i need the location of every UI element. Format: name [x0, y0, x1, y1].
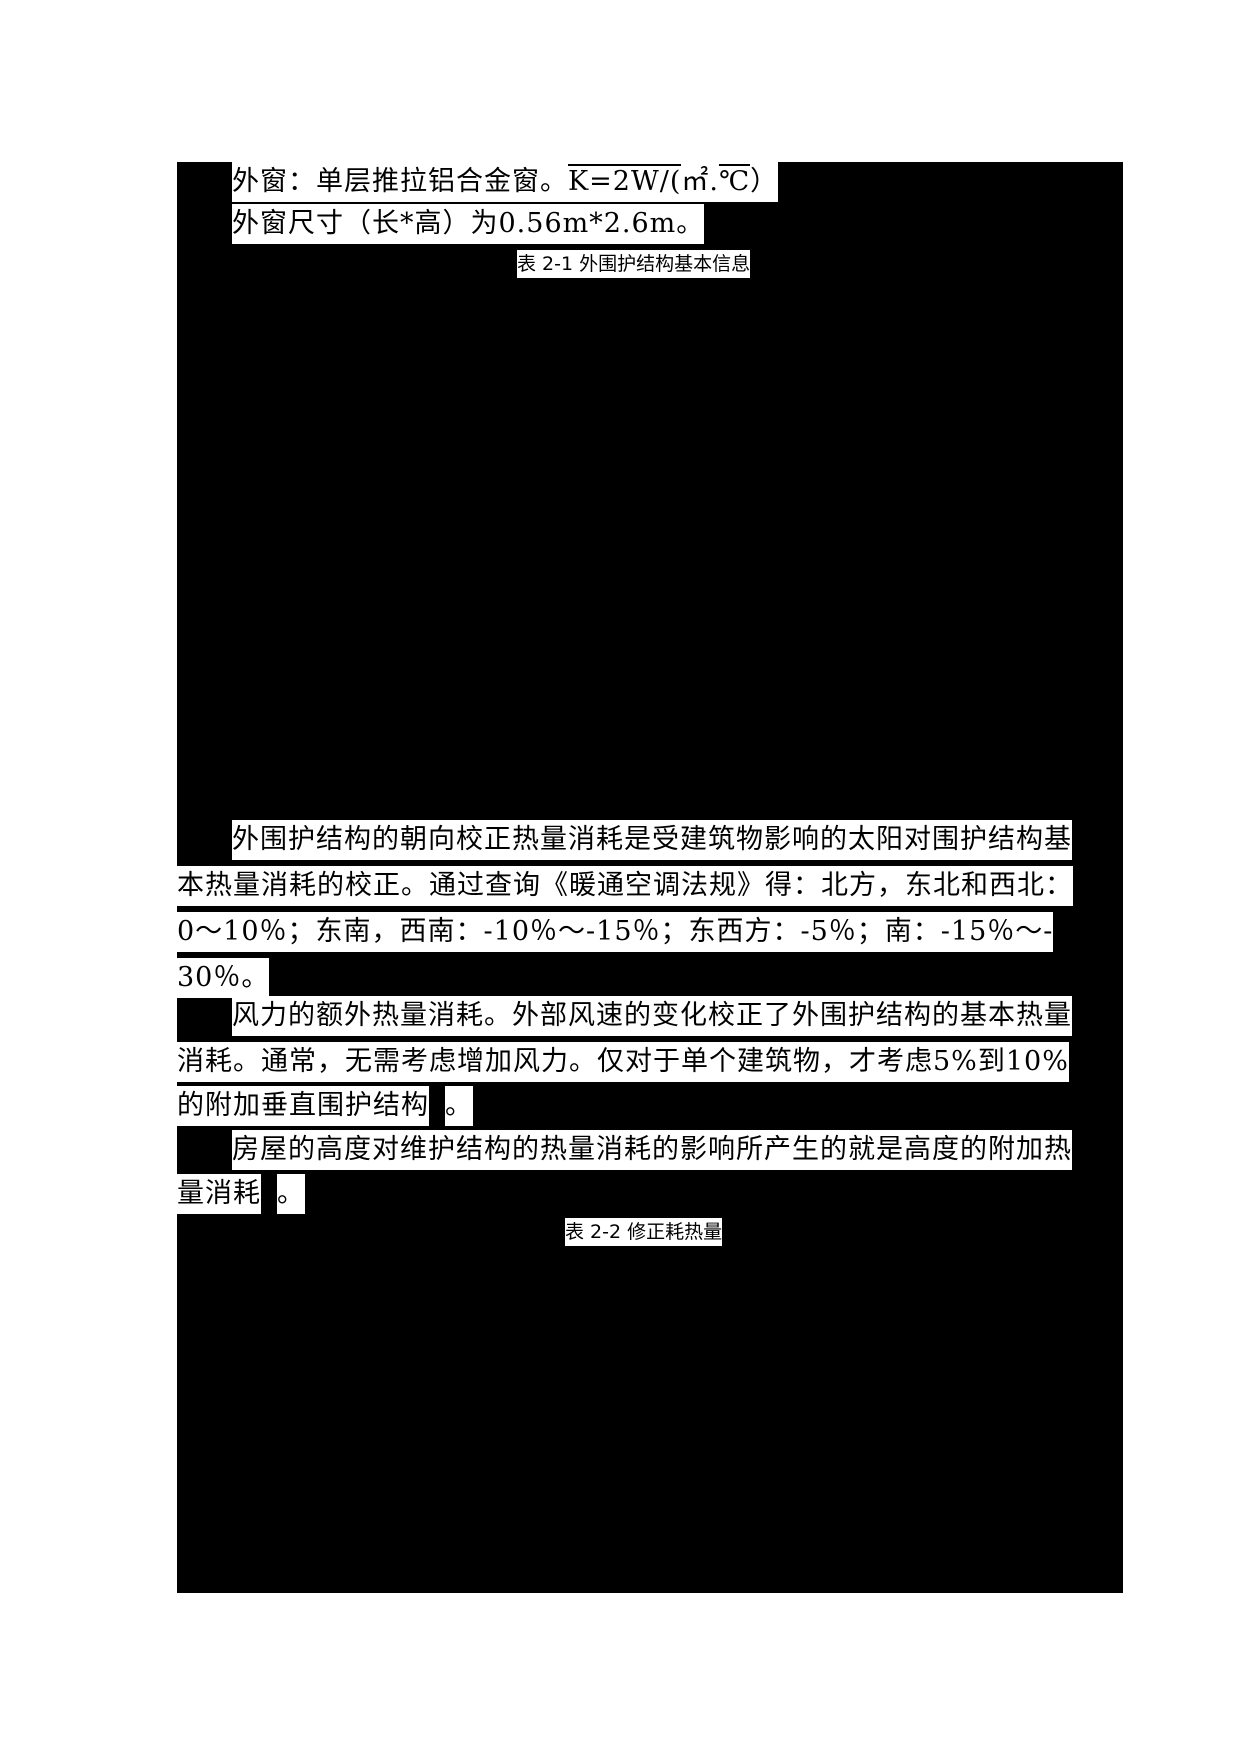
window-material-line: 外窗：单层推拉铝合金窗。K=2W/(㎡.℃） — [232, 162, 779, 202]
wind-text-2a: 消耗。通常，无需考虑增加风力。仅对于单个建筑物，才考虑 — [177, 1042, 933, 1082]
window-size-line: 外窗尺寸（长*高）为0.56m*2.6m。 — [232, 204, 705, 244]
unit-area: ㎡ — [681, 162, 710, 202]
window-material-label: 外窗：单层推拉铝合金窗。 — [232, 162, 568, 202]
height-text-2: 量消耗 — [177, 1174, 261, 1214]
orientation-line-4: 30％。 — [177, 958, 270, 998]
wind-percent-10: 10% — [1005, 1042, 1069, 1082]
unit-close: ） — [750, 162, 779, 202]
caption-text: 表 2-1 外围护结构基本信息 — [517, 250, 751, 278]
orientation-text-2: 本热量消耗的校正。通过查询《暖通空调法规》得：北方，东北和西北： — [177, 866, 1073, 906]
wind-line-2: 消耗。通常，无需考虑增加风力。仅对于单个建筑物，才考虑5%到10% — [177, 1042, 1069, 1082]
wind-text-2c: 到 — [977, 1042, 1006, 1082]
orientation-text-4: 30％。 — [177, 958, 270, 998]
unit-dot: . — [709, 162, 719, 202]
wind-line-3: 的附加垂直围护结构。 — [177, 1086, 473, 1126]
height-line-2: 量消耗。 — [177, 1174, 305, 1214]
orientation-line-2: 本热量消耗的校正。通过查询《暖通空调法规》得：北方，东北和西北： — [177, 866, 1073, 906]
redacted-citation — [429, 1086, 445, 1126]
orientation-line-1: 外围护结构的朝向校正热量消耗是受建筑物影响的太阳对围护结构基 — [232, 820, 1072, 860]
orientation-text-3: 0～10％；东南，西南：-10％～-15％；东西方：-5％；南：-15％～- — [177, 912, 1054, 952]
orientation-text-1: 外围护结构的朝向校正热量消耗是受建筑物影响的太阳对围护结构基 — [232, 820, 1072, 860]
wind-text-3-end: 。 — [445, 1086, 473, 1126]
height-text-2-end: 。 — [277, 1174, 305, 1214]
height-text-1: 房屋的高度对维护结构的热量消耗的影响所产生的就是高度的附加热 — [232, 1130, 1072, 1170]
wind-percent-5: 5% — [933, 1042, 978, 1082]
wind-text-1: 风力的额外热量消耗。外部风速的变化校正了外围护结构的基本热量 — [232, 996, 1072, 1036]
window-size-label: 外窗尺寸（长*高）为 — [232, 204, 499, 244]
k-value: K=2W/( — [568, 162, 682, 202]
caption-text: 表 2-2 修正耗热量 — [565, 1218, 723, 1246]
window-size-value: 0.56m*2.6m — [498, 204, 677, 244]
wind-text-3: 的附加垂直围护结构 — [177, 1086, 429, 1126]
wind-line-1: 风力的额外热量消耗。外部风速的变化校正了外围护结构的基本热量 — [232, 996, 1072, 1036]
unit-temp: ℃ — [718, 162, 751, 202]
window-size-end: 。 — [676, 204, 705, 244]
table-2-1-caption: 表 2-1 外围护结构基本信息 — [517, 250, 751, 278]
orientation-line-3: 0～10％；东南，西南：-10％～-15％；东西方：-5％；南：-15％～- — [177, 912, 1054, 952]
height-line-1: 房屋的高度对维护结构的热量消耗的影响所产生的就是高度的附加热 — [232, 1130, 1072, 1170]
redacted-citation — [261, 1174, 277, 1214]
table-2-2-caption: 表 2-2 修正耗热量 — [565, 1218, 723, 1246]
